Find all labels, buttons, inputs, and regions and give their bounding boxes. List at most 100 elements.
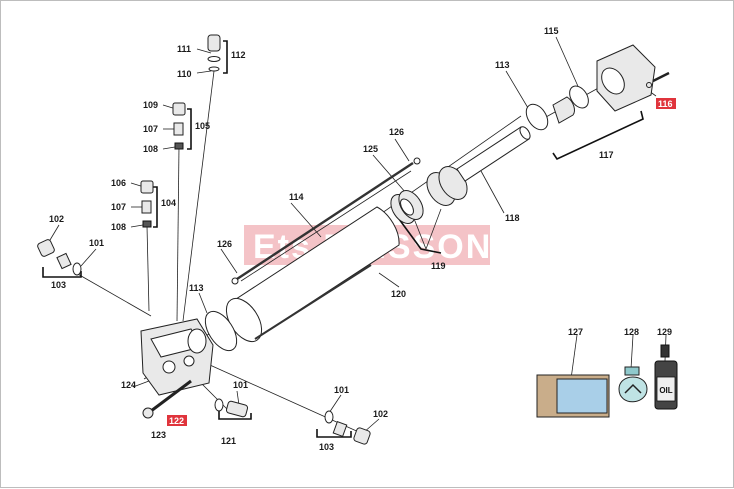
label-120: 120 (391, 289, 406, 299)
part-115 (569, 85, 589, 109)
part-109 (172, 102, 186, 116)
label-116: 116 (658, 99, 673, 109)
piston-seals (390, 190, 424, 224)
bracket-112 (223, 40, 228, 74)
label-101-right: 101 (334, 385, 349, 395)
label-125: 125 (363, 144, 378, 154)
highlight-116 (656, 98, 676, 109)
label-118: 118 (505, 213, 520, 223)
part-111 (207, 34, 221, 52)
label-128: 128 (624, 327, 639, 337)
part-126-left (231, 277, 239, 285)
rod-end (519, 126, 531, 140)
bracket-117 (552, 110, 644, 161)
fitting-121 (214, 398, 249, 418)
bracket-105 (187, 108, 192, 150)
body-cylinder-seat (187, 328, 207, 354)
end-cap-bore (601, 67, 625, 95)
label-122: 122 (169, 416, 184, 426)
label-101-left: 101 (89, 238, 104, 248)
label-103-bottom: 103 (319, 442, 334, 452)
part-116-bolt (652, 71, 670, 83)
part-107-lower (141, 200, 152, 214)
part-106 (140, 180, 154, 194)
label-112: 112 (231, 50, 246, 60)
accessory-128 (618, 366, 648, 403)
part-103-right (332, 421, 348, 437)
valve-bottom (324, 410, 371, 445)
part-121 (225, 400, 249, 418)
label-113-left: 113 (189, 283, 204, 293)
part-101-right (324, 410, 334, 424)
label-107-lower: 107 (111, 202, 126, 212)
highlight-122 (167, 415, 187, 426)
part-101-left (72, 262, 82, 276)
part-labels: 111 112 110 109 105 107 108 106 104 107 … (49, 26, 673, 452)
seal-bore (400, 198, 414, 216)
part-117 (596, 44, 656, 112)
part-102-left (37, 239, 55, 257)
label-113-right: 113 (495, 60, 510, 70)
label-111: 111 (177, 44, 191, 54)
tie-rod-lower (254, 264, 372, 340)
label-105: 105 (195, 121, 210, 131)
part-108-upper (174, 142, 184, 150)
valve-left (37, 239, 82, 276)
part-110-seal (208, 66, 220, 72)
part-124 (140, 318, 214, 396)
accessory-129: OIL (654, 344, 678, 410)
label-108-upper: 108 (143, 144, 158, 154)
label-117: 117 (599, 150, 614, 160)
label-126-left: 126 (217, 239, 232, 249)
bracket-103-left (42, 267, 82, 278)
label-103-left: 103 (51, 280, 66, 290)
part-102-right (353, 427, 371, 445)
label-127: 127 (568, 327, 583, 337)
part-123 (142, 407, 154, 419)
label-102-left: 102 (49, 214, 64, 224)
bracket-121 (218, 409, 252, 420)
body-port-1 (162, 360, 176, 374)
label-114: 114 (289, 192, 304, 202)
part-113-right (525, 103, 549, 131)
label-106: 106 (111, 178, 126, 188)
part-114 (236, 161, 414, 281)
oil-label: OIL (659, 386, 672, 395)
part-126-top (413, 157, 421, 165)
label-124: 124 (121, 380, 136, 390)
part-110 (207, 56, 221, 62)
cartridge-inner (556, 378, 608, 414)
piston-rod (426, 126, 531, 206)
valve-stack-top (140, 34, 221, 228)
brackets (42, 40, 644, 438)
label-123: 123 (151, 430, 166, 440)
label-129: 129 (657, 327, 672, 337)
part-120 (232, 206, 400, 340)
part-108-lower (142, 220, 152, 228)
cylinder-tube (204, 157, 421, 352)
accessory-127 (536, 374, 610, 418)
part-103-left (56, 252, 72, 270)
label-108-lower: 108 (111, 222, 126, 232)
label-109: 109 (143, 100, 158, 110)
bush (552, 96, 575, 124)
bolt-assembly (142, 379, 192, 419)
label-121: 121 (221, 436, 236, 446)
part-113-left (204, 310, 238, 352)
bracket-119 (398, 218, 442, 254)
main-body (140, 318, 214, 396)
label-101-bottom: 101 (233, 380, 248, 390)
label-104: 104 (161, 198, 176, 208)
label-126-top: 126 (389, 127, 404, 137)
bracket-103-bottom (316, 429, 352, 438)
label-102-right: 102 (373, 409, 388, 419)
end-cap (596, 44, 670, 112)
body-port-2 (183, 355, 195, 367)
part-101-bottom (214, 398, 224, 412)
label-115: 115 (544, 26, 559, 36)
label-107-upper: 107 (143, 124, 158, 134)
end-seals (525, 85, 589, 131)
label-110: 110 (177, 69, 192, 79)
